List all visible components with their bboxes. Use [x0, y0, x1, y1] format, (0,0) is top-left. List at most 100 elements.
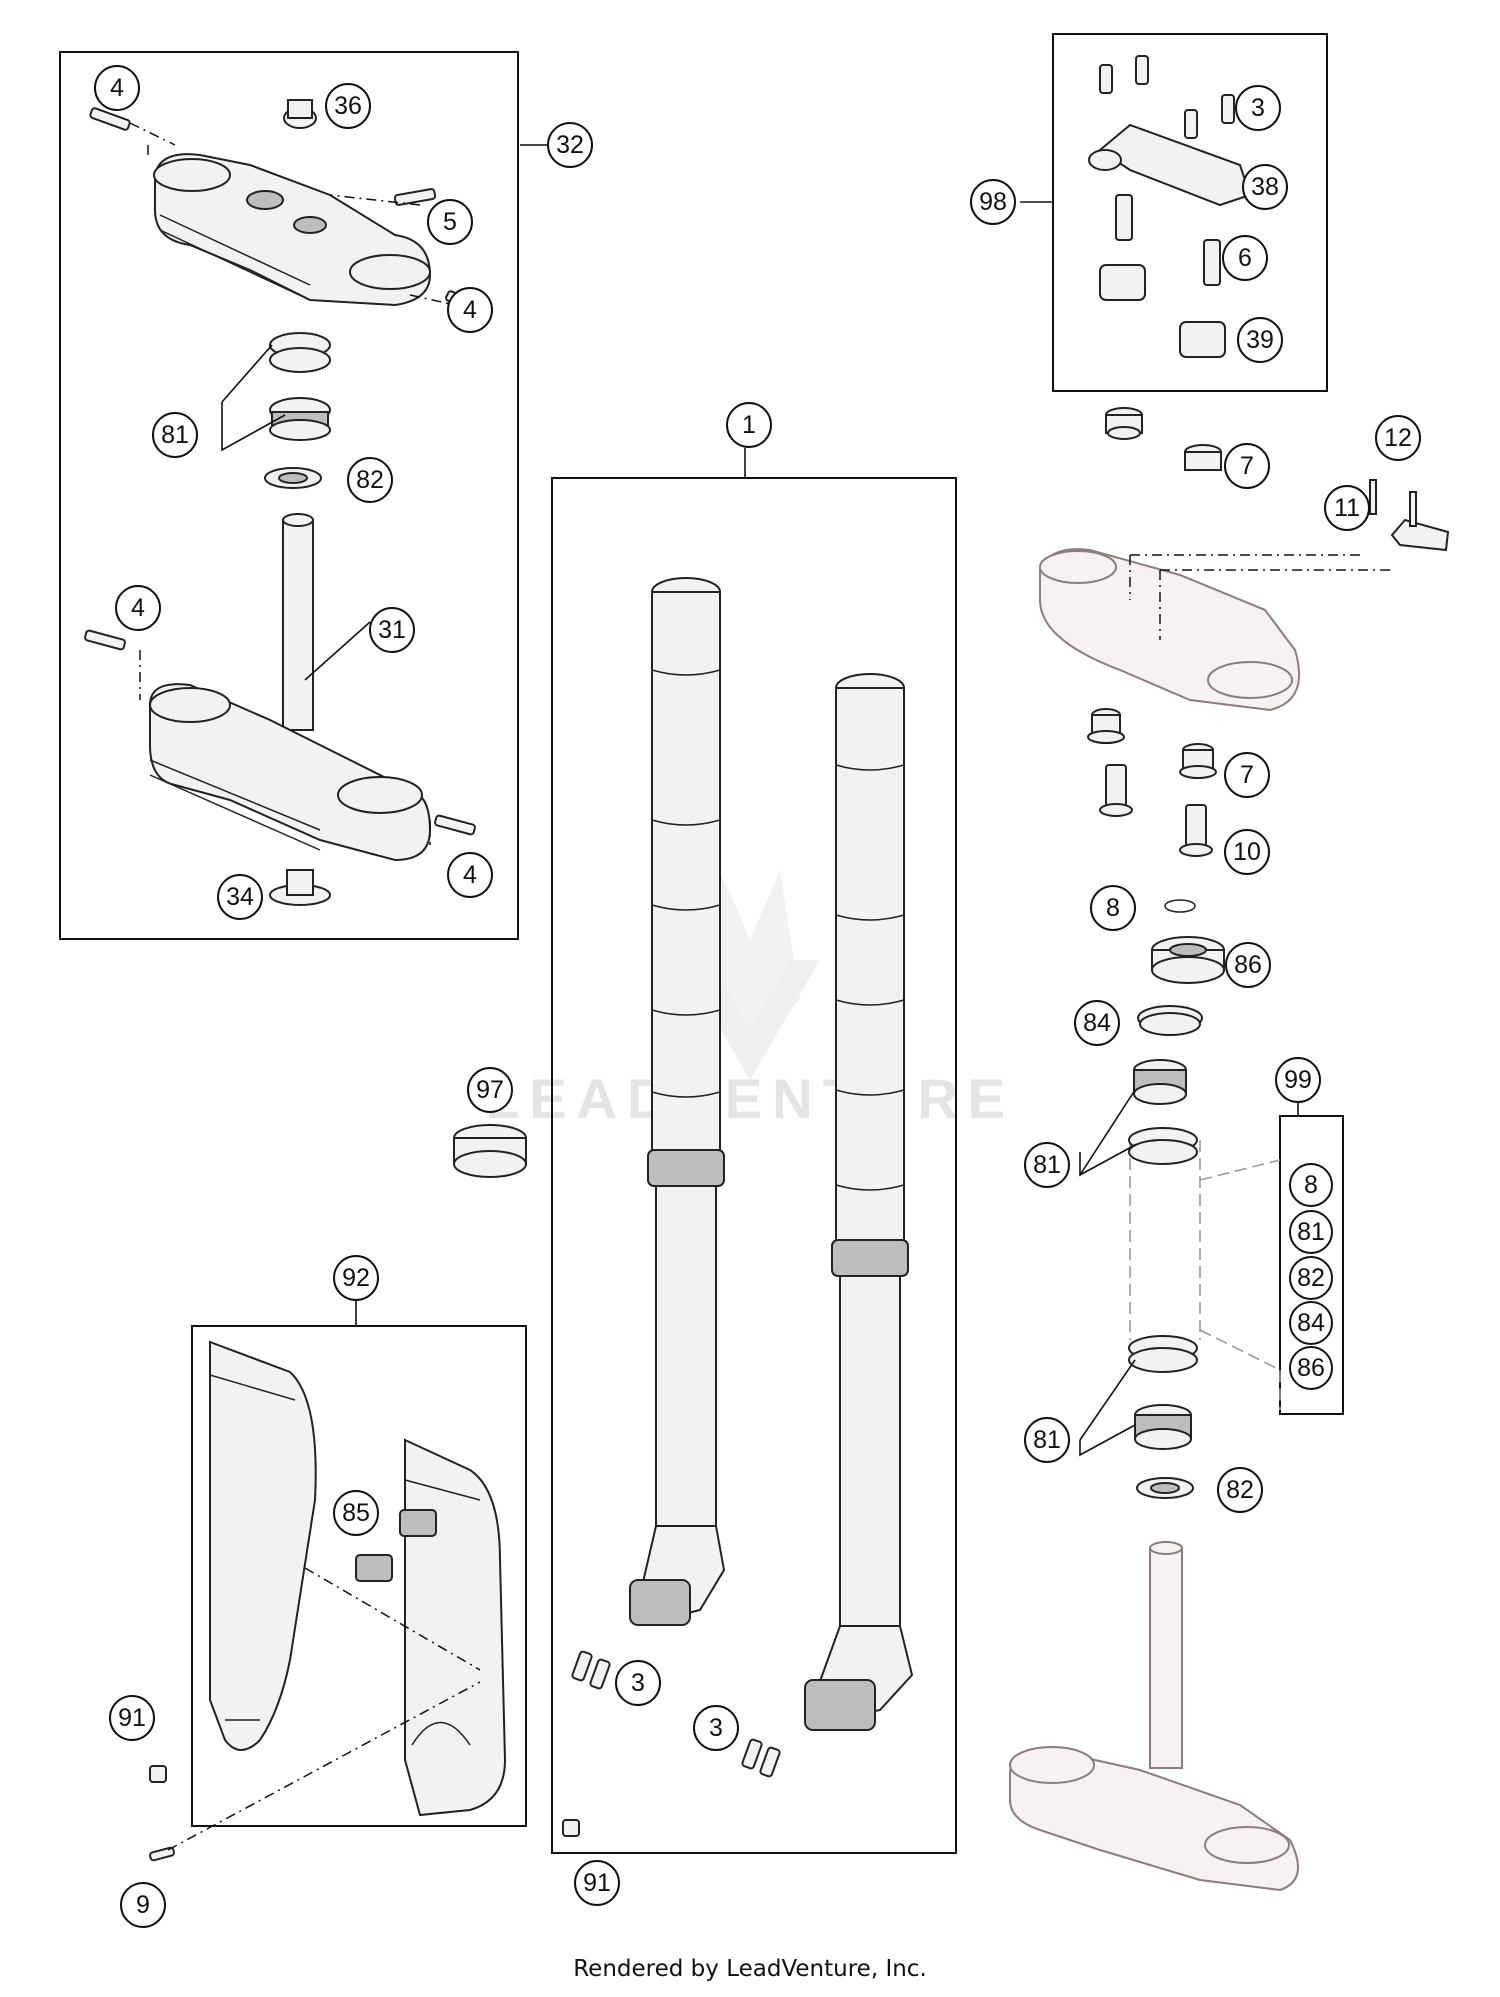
render-credit: Rendered by LeadVenture, Inc.: [573, 1956, 927, 1982]
callout-34[interactable]: 34: [217, 874, 263, 920]
callout-85[interactable]: 85: [333, 1490, 379, 1536]
kit-item-86[interactable]: 86: [1289, 1346, 1333, 1390]
bearing-ring-upper: [269, 332, 331, 373]
callout-1[interactable]: 1: [726, 402, 772, 448]
kit-item-8[interactable]: 8: [1289, 1163, 1333, 1207]
callout-92[interactable]: 92: [333, 1255, 379, 1301]
svg-text:4: 4: [110, 74, 124, 102]
kit-item-82[interactable]: 82: [1289, 1256, 1333, 1300]
svg-text:3: 3: [631, 1669, 645, 1697]
guard-clip-85: [355, 1554, 393, 1582]
svg-text:34: 34: [226, 883, 254, 911]
callout-36[interactable]: 36: [325, 83, 371, 129]
svg-text:86: 86: [1234, 951, 1262, 979]
svg-text:4: 4: [131, 594, 145, 622]
callout-7[interactable]: 7: [1224, 752, 1270, 798]
callout-4[interactable]: 4: [94, 65, 140, 111]
svg-text:84: 84: [1083, 1009, 1111, 1037]
callout-91[interactable]: 91: [109, 1695, 155, 1741]
svg-text:5: 5: [443, 208, 457, 236]
clamp-lower-39: [1099, 264, 1226, 358]
callout-84[interactable]: 84: [1074, 1000, 1120, 1046]
assembly-line-left-2: [139, 650, 431, 845]
callout-81[interactable]: 81: [1024, 1142, 1070, 1188]
bushing-6: [1115, 194, 1221, 286]
guard-clip-right: [399, 1509, 437, 1537]
frame-handlebar-clamp-kit: [1052, 33, 1328, 392]
frame-head-tube-ghost: [1129, 1140, 1281, 1410]
callout-5[interactable]: 5: [427, 199, 473, 245]
callout-81[interactable]: 81: [1024, 1417, 1070, 1463]
svg-text:81: 81: [161, 421, 189, 449]
svg-text:3: 3: [709, 1714, 723, 1742]
nut-36: [283, 99, 317, 129]
svg-text:6: 6: [1238, 244, 1252, 272]
fork-guard-left: [209, 1340, 317, 1751]
callout-9[interactable]: 9: [120, 1882, 166, 1928]
callout-4[interactable]: 4: [115, 585, 161, 631]
svg-text:10: 10: [1233, 838, 1261, 866]
callout-81[interactable]: 81: [152, 412, 198, 458]
callout-3[interactable]: 3: [693, 1705, 739, 1751]
callout-10[interactable]: 10: [1224, 829, 1270, 875]
watermark: LEADVENTURE: [485, 870, 1005, 1130]
bearing-cup-81-upper: [1128, 1127, 1198, 1165]
svg-text:38: 38: [1251, 173, 1279, 201]
rubber-bushing-7-lower: [1179, 743, 1217, 779]
callout-91[interactable]: 91: [574, 1860, 620, 1906]
callout-31[interactable]: 31: [369, 607, 415, 653]
handlebar-clamp-38: [1088, 123, 1252, 207]
callout-82[interactable]: 82: [1217, 1467, 1263, 1513]
callout-11[interactable]: 11: [1324, 485, 1370, 531]
callout-82[interactable]: 82: [347, 457, 393, 503]
kit-item-81[interactable]: 81: [1289, 1210, 1333, 1254]
bearing-81-upper: [269, 397, 331, 441]
bolt-91-right: [562, 1819, 580, 1837]
seal-82-right: [1136, 1477, 1194, 1499]
svg-text:4: 4: [463, 861, 477, 889]
svg-text:11: 11: [1334, 494, 1360, 522]
callout-7[interactable]: 7: [1224, 443, 1270, 489]
svg-text:3: 3: [1251, 94, 1265, 122]
callout-32[interactable]: 32: [547, 122, 593, 168]
callout-38[interactable]: 38: [1242, 164, 1288, 210]
svg-text:12: 12: [1384, 424, 1412, 452]
kit-item-84[interactable]: 84: [1289, 1301, 1333, 1345]
callout-98[interactable]: 98: [970, 179, 1016, 225]
svg-text:99: 99: [1284, 1066, 1312, 1094]
callout-39[interactable]: 39: [1237, 317, 1283, 363]
svg-text:82: 82: [356, 466, 384, 494]
svg-text:36: 36: [334, 92, 362, 120]
svg-text:7: 7: [1240, 452, 1254, 480]
callout-12[interactable]: 12: [1375, 415, 1421, 461]
svg-text:8: 8: [1304, 1171, 1318, 1199]
callout-99[interactable]: 99: [1275, 1057, 1321, 1103]
seal-82-upper: [264, 467, 322, 489]
frame-fork-guard-kit: [191, 1325, 527, 1827]
callout-97[interactable]: 97: [467, 1067, 513, 1113]
assembly-line-left-1: [129, 122, 456, 306]
svg-text:9: 9: [136, 1891, 150, 1919]
bearing-cup-81-lower: [1128, 1335, 1198, 1373]
fork-leg-left: [629, 577, 726, 1626]
svg-text:81: 81: [1033, 1151, 1061, 1179]
callout-86[interactable]: 86: [1225, 942, 1271, 988]
leader-lines: [221, 144, 1299, 1457]
svg-text:32: 32: [556, 131, 584, 159]
callout-4[interactable]: 4: [447, 852, 493, 898]
callout-6[interactable]: 6: [1222, 235, 1268, 281]
bolts-3-fork-left: [571, 1650, 611, 1690]
svg-text:85: 85: [342, 1499, 370, 1527]
svg-text:98: 98: [979, 188, 1007, 216]
spacer-10: [1099, 764, 1213, 857]
callout-4[interactable]: 4: [447, 287, 493, 333]
rubber-bushing-lower: [1087, 708, 1125, 744]
svg-text:7: 7: [1240, 761, 1254, 789]
callout-3[interactable]: 3: [1235, 85, 1281, 131]
screws-12: [1369, 479, 1417, 527]
callout-8[interactable]: 8: [1090, 885, 1136, 931]
plate-11: [1390, 518, 1450, 552]
callout-3[interactable]: 3: [615, 1660, 661, 1706]
frame-upper-triple-clamp-group: [59, 51, 519, 940]
